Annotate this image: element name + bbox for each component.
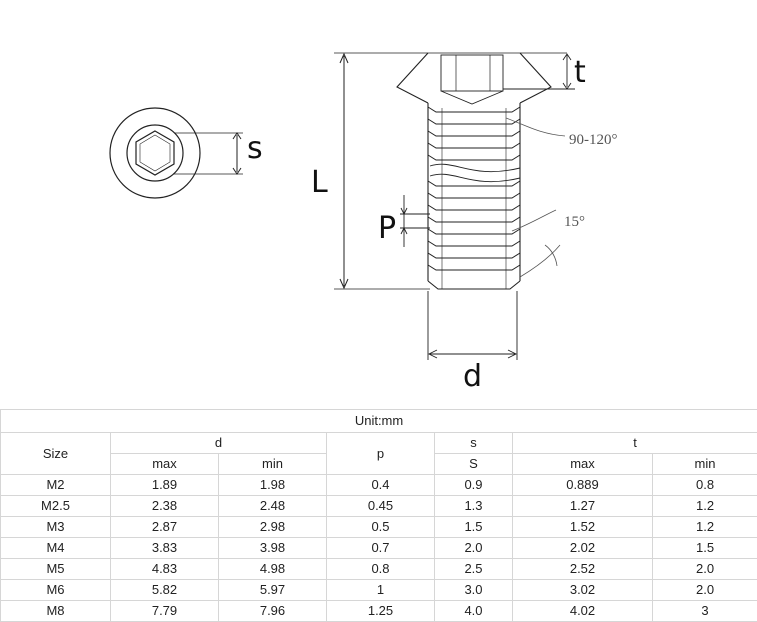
d-min-cell: 1.98 bbox=[218, 474, 327, 496]
s-cell: 0.9 bbox=[434, 474, 513, 496]
t-min-cell: 2.0 bbox=[651, 558, 757, 580]
t-dimension bbox=[503, 53, 575, 90]
size-cell: M6 bbox=[0, 579, 111, 601]
table-row: M2 1.89 1.98 0.4 0.9 0.889 0.8 bbox=[0, 474, 757, 496]
thread-angle-leader bbox=[511, 209, 561, 278]
thread-angle-label: 15° bbox=[564, 214, 585, 230]
s-cell: 2.5 bbox=[434, 558, 513, 580]
spec-table: Unit:mm Size d p s t max min S max min M… bbox=[0, 409, 757, 622]
p-header: p bbox=[326, 432, 435, 475]
t-max-cell: 2.02 bbox=[512, 537, 653, 559]
d-max-cell: 5.82 bbox=[110, 579, 219, 601]
table-row: M8 7.79 7.96 1.25 4.0 4.02 3 bbox=[0, 600, 757, 622]
size-header: Size bbox=[0, 432, 111, 475]
p-cell: 1.25 bbox=[326, 600, 435, 622]
table-row: M3 2.87 2.98 0.5 1.5 1.52 1.2 bbox=[0, 516, 757, 538]
p-cell: 0.7 bbox=[326, 537, 435, 559]
s-cell: 3.0 bbox=[434, 579, 513, 601]
thread-break bbox=[429, 163, 521, 183]
s-header: s bbox=[434, 432, 513, 454]
d-min-cell: 2.98 bbox=[218, 516, 327, 538]
thread-crest bbox=[427, 192, 521, 199]
size-cell: M2.5 bbox=[0, 495, 111, 517]
t-max-cell: 3.02 bbox=[512, 579, 653, 601]
size-cell: M2 bbox=[0, 474, 111, 496]
d-dimension-label: d bbox=[463, 359, 482, 394]
table-row: M6 5.82 5.97 1 3.0 3.02 2.0 bbox=[0, 579, 757, 601]
d-max-cell: 2.87 bbox=[110, 516, 219, 538]
t-max-cell: 1.27 bbox=[512, 495, 653, 517]
d-min-cell: 2.48 bbox=[218, 495, 327, 517]
d-header: d bbox=[110, 432, 327, 454]
d-min-cell: 7.96 bbox=[218, 600, 327, 622]
s-cell: 4.0 bbox=[434, 600, 513, 622]
point-angle-label: 90-120° bbox=[569, 132, 618, 148]
d-min-cell: 4.98 bbox=[218, 558, 327, 580]
d-max-cell: 3.83 bbox=[110, 537, 219, 559]
thread-crest bbox=[427, 216, 521, 223]
size-cell: M3 bbox=[0, 516, 111, 538]
t-max-cell: 1.52 bbox=[512, 516, 653, 538]
table-row: M5 4.83 4.98 0.8 2.5 2.52 2.0 bbox=[0, 558, 757, 580]
thread-crest bbox=[427, 142, 521, 149]
thread-crest bbox=[427, 106, 521, 113]
size-cell: M4 bbox=[0, 537, 111, 559]
t-min-header: min bbox=[651, 453, 757, 475]
s-cell: 1.5 bbox=[434, 516, 513, 538]
thread-crest bbox=[427, 180, 521, 187]
t-header: t bbox=[511, 432, 757, 454]
d-min-cell: 3.98 bbox=[218, 537, 327, 559]
d-dimension bbox=[427, 291, 518, 360]
t-min-cell: 2.0 bbox=[651, 579, 757, 601]
t-min-cell: 0.8 bbox=[651, 474, 757, 496]
t-max-cell: 0.889 bbox=[512, 474, 653, 496]
thread-crest bbox=[427, 130, 521, 137]
thread-crests bbox=[427, 106, 521, 271]
l-dimension bbox=[339, 52, 349, 290]
s-dimension-label: s bbox=[247, 131, 263, 166]
s-cell: 2.0 bbox=[434, 537, 513, 559]
unit-header: Unit:mm bbox=[0, 409, 757, 433]
screw-side-view bbox=[334, 52, 567, 290]
t-min-cell: 1.2 bbox=[651, 495, 757, 517]
screw-end-view bbox=[109, 107, 243, 199]
thread-crest bbox=[427, 118, 521, 125]
t-min-cell: 1.5 bbox=[651, 537, 757, 559]
p-cell: 0.4 bbox=[326, 474, 435, 496]
d-max-cell: 2.38 bbox=[110, 495, 219, 517]
d-min-cell: 5.97 bbox=[218, 579, 327, 601]
s-cell: 1.3 bbox=[434, 495, 513, 517]
point-angle-leader bbox=[505, 117, 566, 137]
p-dimension-label: P bbox=[378, 211, 396, 246]
t-min-cell: 3 bbox=[651, 600, 757, 622]
t-max-cell: 2.52 bbox=[512, 558, 653, 580]
d-max-cell: 1.89 bbox=[110, 474, 219, 496]
size-cell: M5 bbox=[0, 558, 111, 580]
p-dimension bbox=[400, 195, 430, 247]
thread-crest bbox=[427, 204, 521, 211]
p-cell: 0.8 bbox=[326, 558, 435, 580]
table-row: M2.5 2.38 2.48 0.45 1.3 1.27 1.2 bbox=[0, 495, 757, 517]
thread-crest bbox=[427, 252, 521, 259]
thread-crest bbox=[427, 228, 521, 235]
d-max-cell: 4.83 bbox=[110, 558, 219, 580]
p-cell: 0.5 bbox=[326, 516, 435, 538]
table-row: M4 3.83 3.98 0.7 2.0 2.02 1.5 bbox=[0, 537, 757, 559]
p-cell: 1 bbox=[326, 579, 435, 601]
thread-crest bbox=[427, 154, 521, 161]
d-max-header: max bbox=[110, 453, 219, 475]
thread-crest bbox=[427, 240, 521, 247]
t-min-cell: 1.2 bbox=[651, 516, 757, 538]
t-dimension-label: t bbox=[574, 55, 586, 90]
screw-drawing: s t L bbox=[109, 52, 618, 394]
p-cell: 0.45 bbox=[326, 495, 435, 517]
t-max-cell: 4.02 bbox=[512, 600, 653, 622]
size-cell: M8 bbox=[0, 600, 111, 622]
t-max-header: max bbox=[512, 453, 653, 475]
s-sub-header: S bbox=[434, 453, 513, 475]
l-dimension-label: L bbox=[311, 165, 328, 200]
d-max-cell: 7.79 bbox=[110, 600, 219, 622]
thread-crest bbox=[427, 264, 521, 271]
d-min-header: min bbox=[218, 453, 327, 475]
